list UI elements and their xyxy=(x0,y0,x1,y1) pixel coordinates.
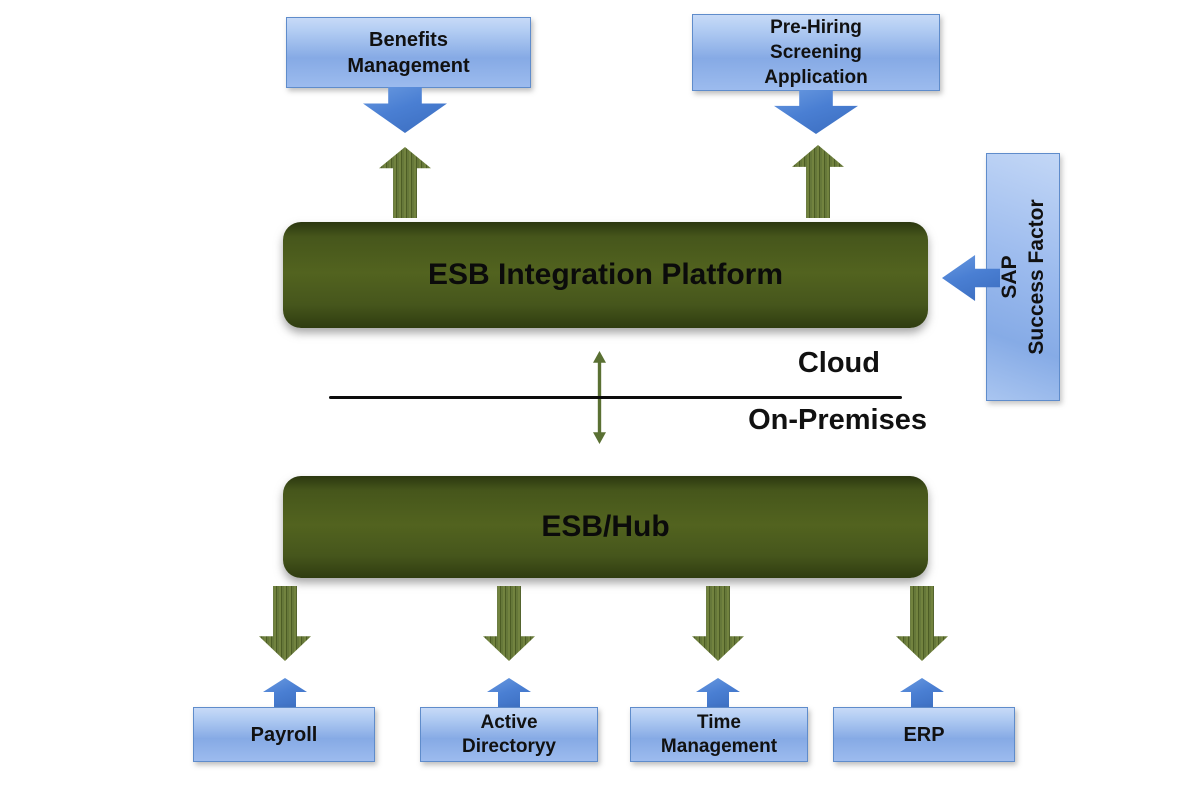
prehiring-down-arrow-icon xyxy=(774,90,858,134)
esb-hub-box: ESB/Hub xyxy=(283,476,928,578)
payroll-up-arrow-icon xyxy=(263,678,307,709)
pre-hiring-screening-label: Pre-Hiring Screening Application xyxy=(764,17,868,88)
erp-up-arrow-icon xyxy=(900,678,944,709)
payroll-label: Payroll xyxy=(250,723,318,746)
time-management-box: Time Management xyxy=(630,707,808,762)
hub-to-payroll-down-arrow-icon xyxy=(259,586,311,661)
erp-label: ERP xyxy=(903,723,945,746)
esb-to-prehiring-up-arrow-icon xyxy=(792,145,844,218)
erp-box: ERP xyxy=(833,707,1015,762)
cloud-zone-label: Cloud xyxy=(797,347,880,379)
on-premises-zone-label: On-Premises xyxy=(748,404,927,436)
hub-to-erp-down-arrow-icon xyxy=(896,586,948,661)
active-directory-label: Active Directoryy xyxy=(462,711,556,757)
time-management-label: Time Management xyxy=(660,711,778,757)
esb-to-benefits-up-arrow-icon xyxy=(379,147,431,218)
pre-hiring-screening-box: Pre-Hiring Screening Application xyxy=(692,14,940,91)
hub-to-activedirectory-down-arrow-icon xyxy=(483,586,535,661)
timemanagement-up-arrow-icon xyxy=(696,678,740,709)
hub-to-timemanagement-down-arrow-icon xyxy=(692,586,744,661)
benefits-management-label: Benefits Management xyxy=(347,28,470,77)
divider-up-arrow-icon xyxy=(593,351,606,396)
esb-integration-platform-box: ESB Integration Platform xyxy=(283,222,928,328)
active-directory-box: Active Directoryy xyxy=(420,707,598,762)
esb-integration-platform-label: ESB Integration Platform xyxy=(427,258,784,291)
payroll-box: Payroll xyxy=(193,707,375,762)
activedirectory-up-arrow-icon xyxy=(487,678,531,709)
benefits-down-arrow-icon xyxy=(363,87,447,133)
sap-success-factor-label: SAP Success Factor xyxy=(998,199,1048,355)
divider-down-arrow-icon xyxy=(593,399,606,444)
esb-hub-label: ESB/Hub xyxy=(541,510,670,543)
benefits-management-box: Benefits Management xyxy=(286,17,531,88)
cloud-onpremises-divider-line xyxy=(329,396,902,399)
